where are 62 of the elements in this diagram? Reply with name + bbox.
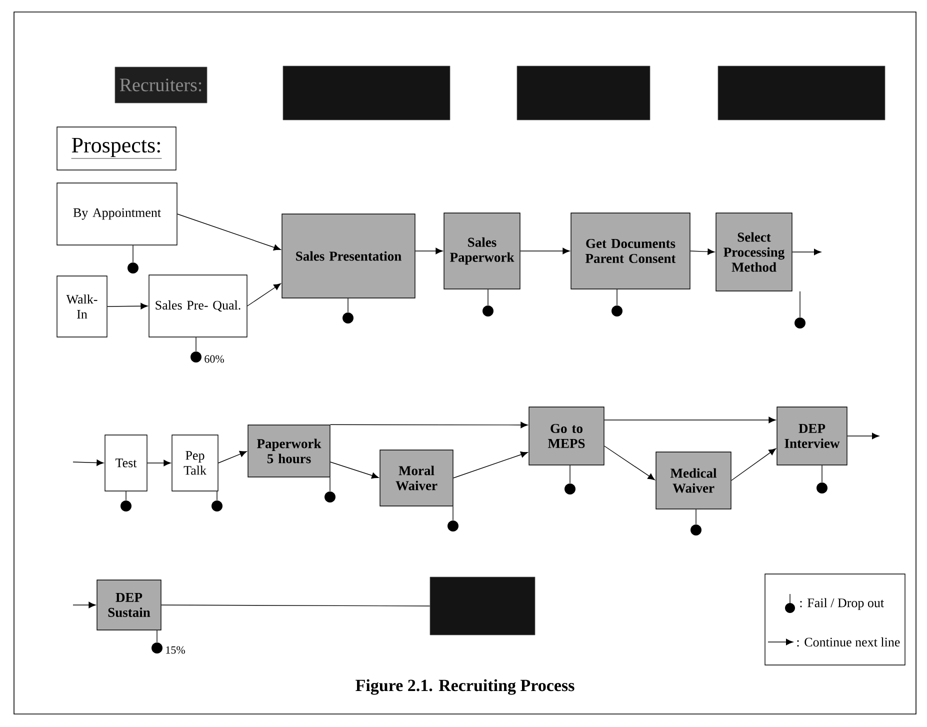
- arrow: [520, 248, 570, 254]
- arrow: [247, 283, 281, 306]
- process-box: Moral Waiver: [380, 450, 454, 506]
- process-box: DEP Interview: [776, 406, 848, 466]
- dropout-line: [132, 245, 134, 263]
- heading-box: Prospects:: [56, 126, 176, 170]
- arrow: [72, 460, 104, 466]
- arrow: [147, 460, 171, 466]
- arrow: [847, 432, 880, 440]
- process-box: Pep Talk: [172, 434, 218, 492]
- dropout-line: [216, 491, 218, 501]
- dropout-line: [452, 506, 454, 521]
- dropout-line: [156, 630, 158, 643]
- arrow: [453, 451, 528, 478]
- dropout-dot: [342, 312, 354, 324]
- percent-label: 15%: [166, 646, 185, 654]
- legend-label: : Continue next line: [797, 637, 900, 647]
- arrow: [690, 248, 715, 255]
- arrow: [72, 602, 96, 608]
- obscured-box: [718, 66, 886, 120]
- process-box: Get Documents Parent Consent: [570, 212, 690, 290]
- process-box: By Appointment: [56, 182, 178, 246]
- dropout-dot: [120, 500, 132, 512]
- connector-line: [161, 604, 430, 606]
- dropout-dot: [128, 262, 138, 274]
- caption: Figure 2.1. Recruiting Process: [356, 679, 574, 695]
- dropout-dot: [212, 500, 222, 512]
- process-box: DEP Sustain: [96, 580, 162, 630]
- dropout-dot: [482, 306, 494, 316]
- obscured-box: [430, 576, 536, 636]
- process-box: Go to MEPS: [528, 406, 604, 466]
- process-box: Walk- In: [56, 276, 108, 338]
- process-box: Sales Presentation: [282, 214, 416, 298]
- arrow: [604, 446, 655, 480]
- dropout-dot: [690, 524, 702, 536]
- process-box: Test: [104, 434, 148, 492]
- dropout-dot: [448, 520, 458, 532]
- arrow: [415, 248, 443, 254]
- arrow: [330, 462, 379, 479]
- arrow: [177, 214, 281, 251]
- dropout-dot: [816, 482, 828, 494]
- arrow: [107, 302, 148, 310]
- dropout-dot: [324, 492, 336, 502]
- process-box: Paperwork 5 hours: [248, 424, 330, 478]
- dropout-dot: [794, 318, 806, 328]
- process-box: Select Processing Method: [716, 212, 792, 292]
- process-box: Sales Pre- Qual.: [148, 274, 248, 338]
- arrow: [731, 448, 776, 481]
- obscured-box: [516, 66, 650, 120]
- percent-label: 60%: [204, 355, 224, 363]
- process-box: Sales Paperwork: [444, 212, 520, 290]
- dropout-dot: [564, 484, 576, 494]
- obscured-box: [282, 66, 450, 120]
- dropout-dot: [612, 306, 622, 316]
- title-box: Recruiters:: [114, 66, 208, 104]
- arrow: [604, 416, 776, 424]
- dropout-line: [616, 289, 618, 306]
- legend-label: : Fail / Drop out: [800, 598, 884, 610]
- arrow: [218, 450, 247, 464]
- arrow: [792, 248, 822, 256]
- process-box: Medical Waiver: [656, 452, 732, 510]
- arrow: [330, 422, 528, 428]
